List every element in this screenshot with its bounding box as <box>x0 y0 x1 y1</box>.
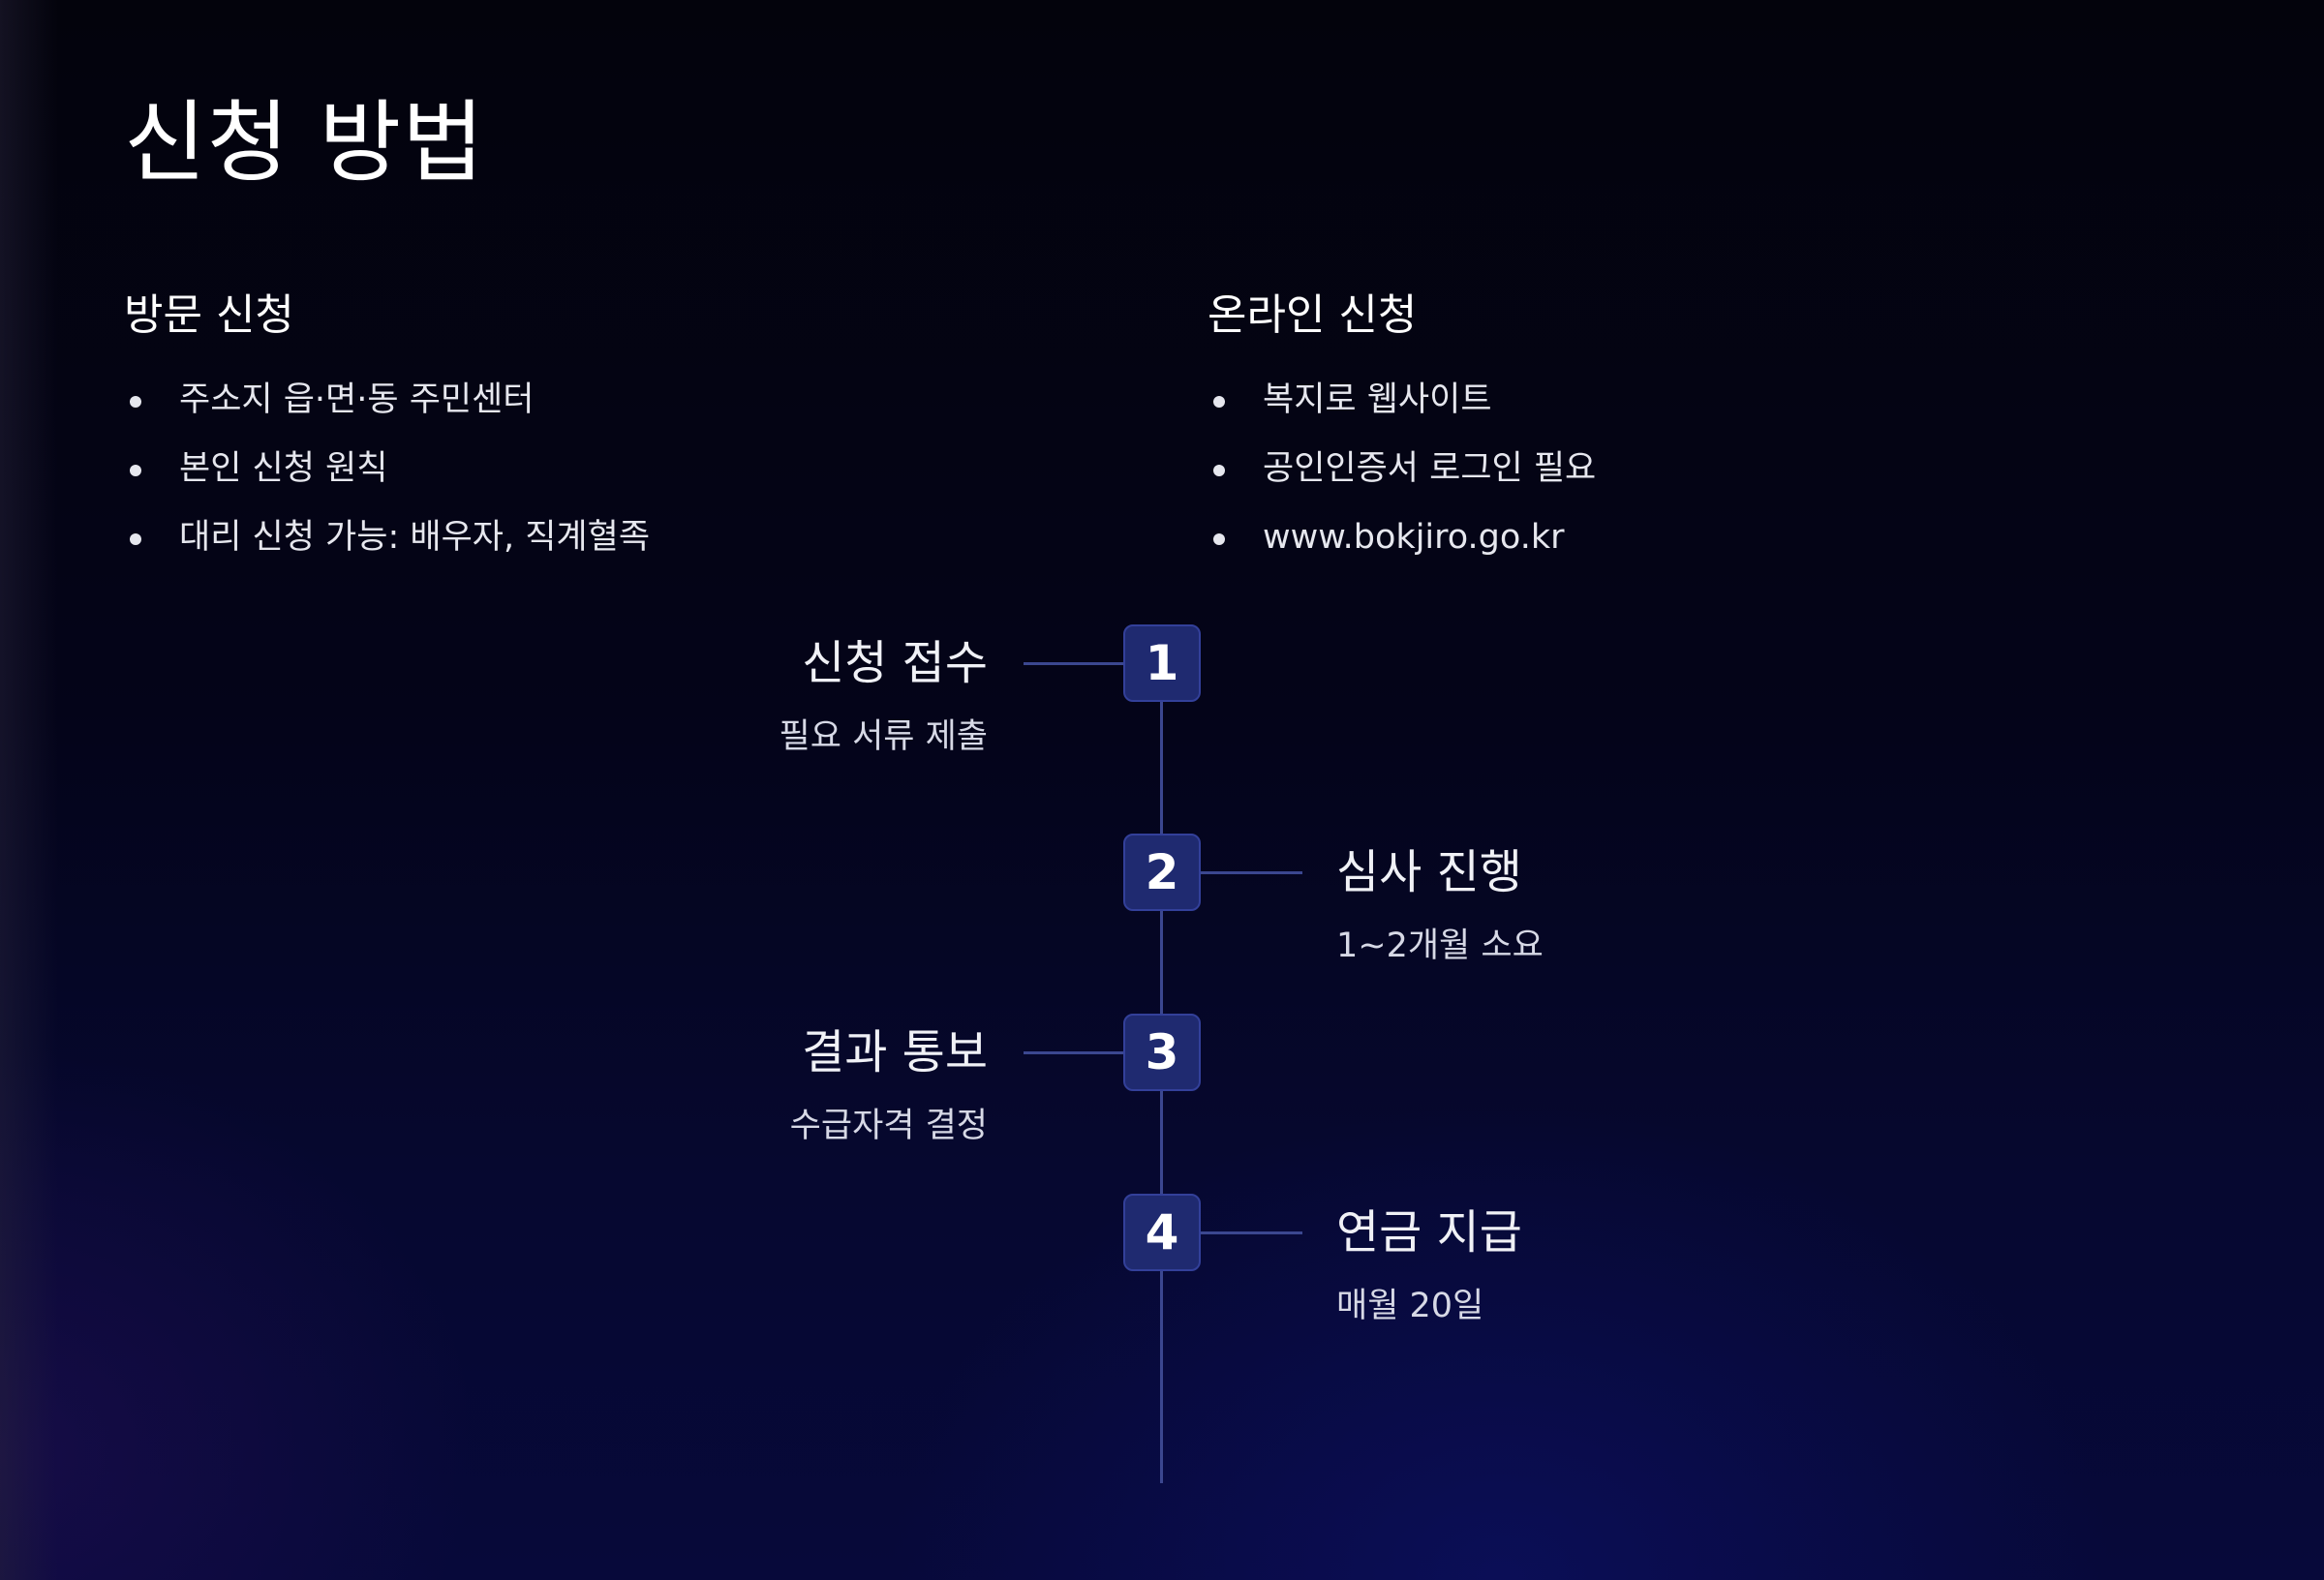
step-3-number-box: 3 <box>1123 1014 1201 1091</box>
step-1-number-box: 1 <box>1123 624 1201 702</box>
list-item: www.bokjiro.go.kr <box>1208 503 1885 572</box>
list-item: 대리 신청 가능: 배우자, 직계혈족 <box>124 503 802 572</box>
step-2-description: 1~2개월 소요 <box>1336 927 1544 965</box>
step-2-number-box: 2 <box>1123 834 1201 911</box>
visit-heading: 방문 신청 <box>124 290 294 340</box>
visit-application-section: 방문 신청 주소지 읍·면·동 주민센터 본인 신청 원칙 대리 신청 가능: … <box>124 287 802 572</box>
page-title: 신청 방법 <box>124 91 485 195</box>
left-edge-shade <box>0 0 58 1580</box>
list-item-text: 공인인증서 로그인 필요 <box>1263 449 1597 488</box>
online-heading: 온라인 신청 <box>1208 290 1418 340</box>
visit-list: 주소지 읍·면·동 주민센터 본인 신청 원칙 대리 신청 가능: 배우자, 직… <box>124 366 802 572</box>
step-4-connector <box>1201 1231 1302 1234</box>
step-1-title: 신청 접수 <box>802 636 988 690</box>
bullet-icon <box>130 396 141 408</box>
bullet-icon <box>1213 465 1225 476</box>
bullet-icon <box>130 533 141 545</box>
step-4-number-box: 4 <box>1123 1194 1201 1271</box>
step-1-connector <box>1024 662 1125 665</box>
step-3-description: 수급자격 결정 <box>789 1107 988 1145</box>
list-item: 주소지 읍·면·동 주민센터 <box>124 366 802 435</box>
bullet-icon <box>1213 533 1225 545</box>
list-item-text: 주소지 읍·면·동 주민센터 <box>179 380 535 419</box>
list-item-text: 대리 신청 가능: 배우자, 직계혈족 <box>179 518 651 557</box>
step-4-title: 연금 지급 <box>1336 1205 1522 1260</box>
list-item-text: 본인 신청 원칙 <box>179 449 388 488</box>
bullet-icon <box>130 465 141 476</box>
bullet-icon <box>1213 396 1225 408</box>
step-2-title: 심사 진행 <box>1336 845 1522 899</box>
online-list: 복지로 웹사이트 공인인증서 로그인 필요 www.bokjiro.go.kr <box>1208 366 1885 572</box>
list-item: 공인인증서 로그인 필요 <box>1208 435 1885 503</box>
list-item: 본인 신청 원칙 <box>124 435 802 503</box>
list-item-text: 복지로 웹사이트 <box>1263 380 1492 419</box>
step-2-connector <box>1201 871 1302 874</box>
step-3-title: 결과 통보 <box>802 1025 988 1079</box>
step-4-description: 매월 20일 <box>1336 1287 1484 1325</box>
step-3-connector <box>1024 1051 1125 1054</box>
online-application-section: 온라인 신청 복지로 웹사이트 공인인증서 로그인 필요 www.bokjiro… <box>1208 287 1885 572</box>
list-item: 복지로 웹사이트 <box>1208 366 1885 435</box>
list-item-text: www.bokjiro.go.kr <box>1263 518 1565 557</box>
step-1-description: 필요 서류 제출 <box>779 717 988 756</box>
